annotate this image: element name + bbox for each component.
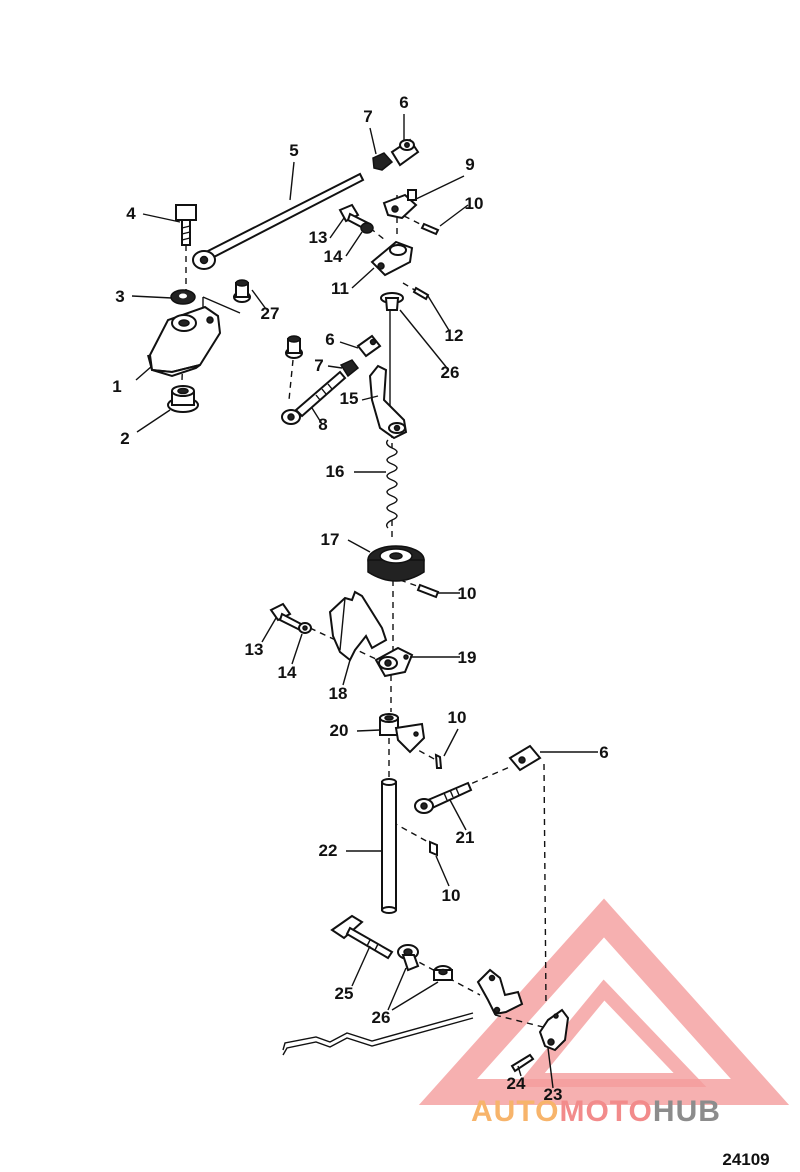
- callout-c10a: 10: [465, 194, 484, 213]
- part-19-clamp: [374, 646, 414, 678]
- watermark-text: AUTOMOTOHUB: [471, 1095, 721, 1128]
- part-7-nut-top: [372, 152, 394, 171]
- watermark-triangle-outer: [418, 898, 790, 1105]
- part-22-shaft: [381, 778, 397, 914]
- part-8-rod: [281, 370, 347, 425]
- part-21-rod: [414, 781, 473, 814]
- callout-c19: 19: [458, 648, 477, 667]
- figure-number: 24109: [722, 1150, 769, 1169]
- callout-c14a: 14: [324, 247, 343, 266]
- callout-c10c: 10: [448, 708, 467, 727]
- callout-c8: 8: [318, 415, 327, 434]
- part-9-clamp: [382, 189, 418, 220]
- part-6-connector-middle: [356, 334, 382, 358]
- callout-c3: 3: [115, 287, 124, 306]
- callout-c16: 16: [326, 462, 345, 481]
- part-3-nut: [170, 289, 196, 305]
- callout-leaders: [131, 114, 598, 1089]
- callout-c5: 5: [289, 141, 298, 160]
- part-17-spool: [367, 545, 425, 582]
- part-7-nut-middle: [339, 359, 360, 378]
- callout-c25: 25: [335, 984, 354, 1003]
- watermark-logo: [418, 898, 790, 1105]
- part-12-pin: [412, 286, 430, 301]
- part-15-lever: [368, 364, 408, 440]
- part-14-washer-lower: [298, 622, 312, 634]
- part-26-bushing-upper: [380, 292, 404, 311]
- watermark-triangle-inner: [515, 979, 707, 1087]
- callout-c2: 2: [120, 429, 129, 448]
- callout-c9: 9: [465, 155, 474, 174]
- callout-c13a: 13: [309, 228, 328, 247]
- callout-c1: 1: [112, 377, 121, 396]
- callout-c22: 22: [319, 841, 338, 860]
- callout-c6c: 6: [599, 743, 608, 762]
- part-lower-bellcrank: [476, 968, 524, 1016]
- watermark-auto: AUTO: [471, 1095, 559, 1128]
- part-10-pins: [416, 222, 443, 857]
- part-24-screw: [510, 1053, 535, 1073]
- callout-c20: 20: [330, 721, 349, 740]
- callout-c7b: 7: [314, 356, 323, 375]
- part-25-bolt: [330, 914, 394, 960]
- callout-c10b: 10: [458, 584, 477, 603]
- part-1-lever-arm: [147, 305, 222, 378]
- parts: [147, 138, 570, 1073]
- part-13-bolt-lower: [269, 602, 305, 632]
- callout-c23: 23: [544, 1085, 563, 1104]
- part-5-throttle-link-rod: [192, 172, 365, 270]
- callout-c26a: 26: [441, 363, 460, 382]
- watermark-hub: HUB: [653, 1095, 721, 1128]
- callout-c12: 12: [445, 326, 464, 345]
- callout-c6a: 6: [399, 93, 408, 112]
- callout-c11: 11: [331, 279, 349, 298]
- part-6-connector-lower: [508, 744, 542, 772]
- callout-c17: 17: [321, 530, 340, 549]
- callout-c27: 27: [261, 304, 280, 323]
- part-11-bracket: [370, 240, 414, 277]
- callout-numbers: 1234567910131411122627671581617101314181…: [112, 93, 608, 1104]
- part-4-bolt: [175, 204, 197, 246]
- part-20-collar: [379, 713, 426, 754]
- callout-c10d: 10: [442, 886, 461, 905]
- callout-c24: 24: [507, 1074, 526, 1093]
- callout-c6b: 6: [325, 330, 334, 349]
- part-2-bushing: [167, 385, 199, 413]
- part-18-bracket-plate: [328, 590, 388, 662]
- callout-c15: 15: [340, 389, 359, 408]
- watermark-moto: MOTO: [559, 1095, 652, 1128]
- callout-c26b: 26: [372, 1008, 391, 1027]
- part-23-plate: [538, 1008, 570, 1052]
- part-27-fittings: [233, 279, 303, 359]
- callout-c14b: 14: [278, 663, 297, 682]
- callout-c21: 21: [456, 828, 475, 847]
- callout-c7a: 7: [363, 107, 372, 126]
- callout-c4: 4: [126, 204, 136, 223]
- part-16-spring: [385, 439, 398, 529]
- part-14-washer-upper: [360, 222, 374, 234]
- part-26-bushings-lower: [397, 944, 453, 981]
- callout-c13b: 13: [245, 640, 264, 659]
- part-6-connector-top: [390, 138, 420, 167]
- callout-c18: 18: [329, 684, 348, 703]
